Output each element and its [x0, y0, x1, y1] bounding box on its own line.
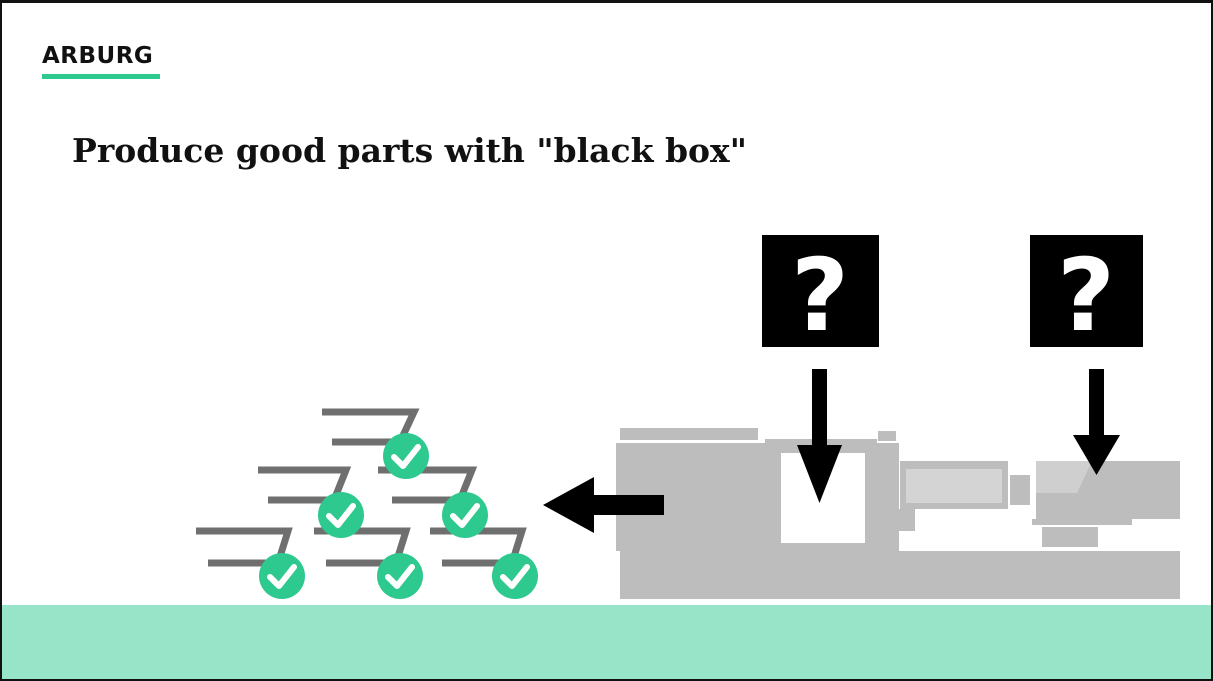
black-box-1: ?: [762, 235, 879, 354]
check-badges: [259, 433, 538, 599]
part-icon: [378, 466, 478, 504]
arrow-down-icon: [1073, 369, 1120, 475]
arrow-down-icon: [797, 369, 842, 503]
check-circle-icon: [259, 553, 305, 599]
black-box-2: ?: [1030, 235, 1143, 354]
logo-underline: [42, 74, 160, 79]
part-icon: [258, 466, 352, 504]
black-box-diagram: ? ?: [196, 235, 1180, 599]
check-circle-icon: [442, 492, 488, 538]
check-circle-icon: [377, 553, 423, 599]
check-circle-icon: [383, 433, 429, 479]
arburg-logo: ARBURG: [42, 43, 154, 69]
injection-molding-machine-icon: [616, 428, 1180, 599]
arrow-left-icon: [543, 477, 664, 533]
footer-band: [2, 605, 1211, 679]
check-circle-icon: [492, 553, 538, 599]
part-icon: [196, 527, 293, 567]
parts-pile: [196, 408, 538, 599]
question-mark-1: ?: [791, 237, 849, 354]
question-mark-2: ?: [1057, 237, 1115, 354]
slide-title: Produce good parts with "black box": [72, 131, 747, 170]
check-circle-icon: [318, 492, 364, 538]
part-icon: [314, 527, 411, 567]
part-icon: [322, 408, 420, 446]
